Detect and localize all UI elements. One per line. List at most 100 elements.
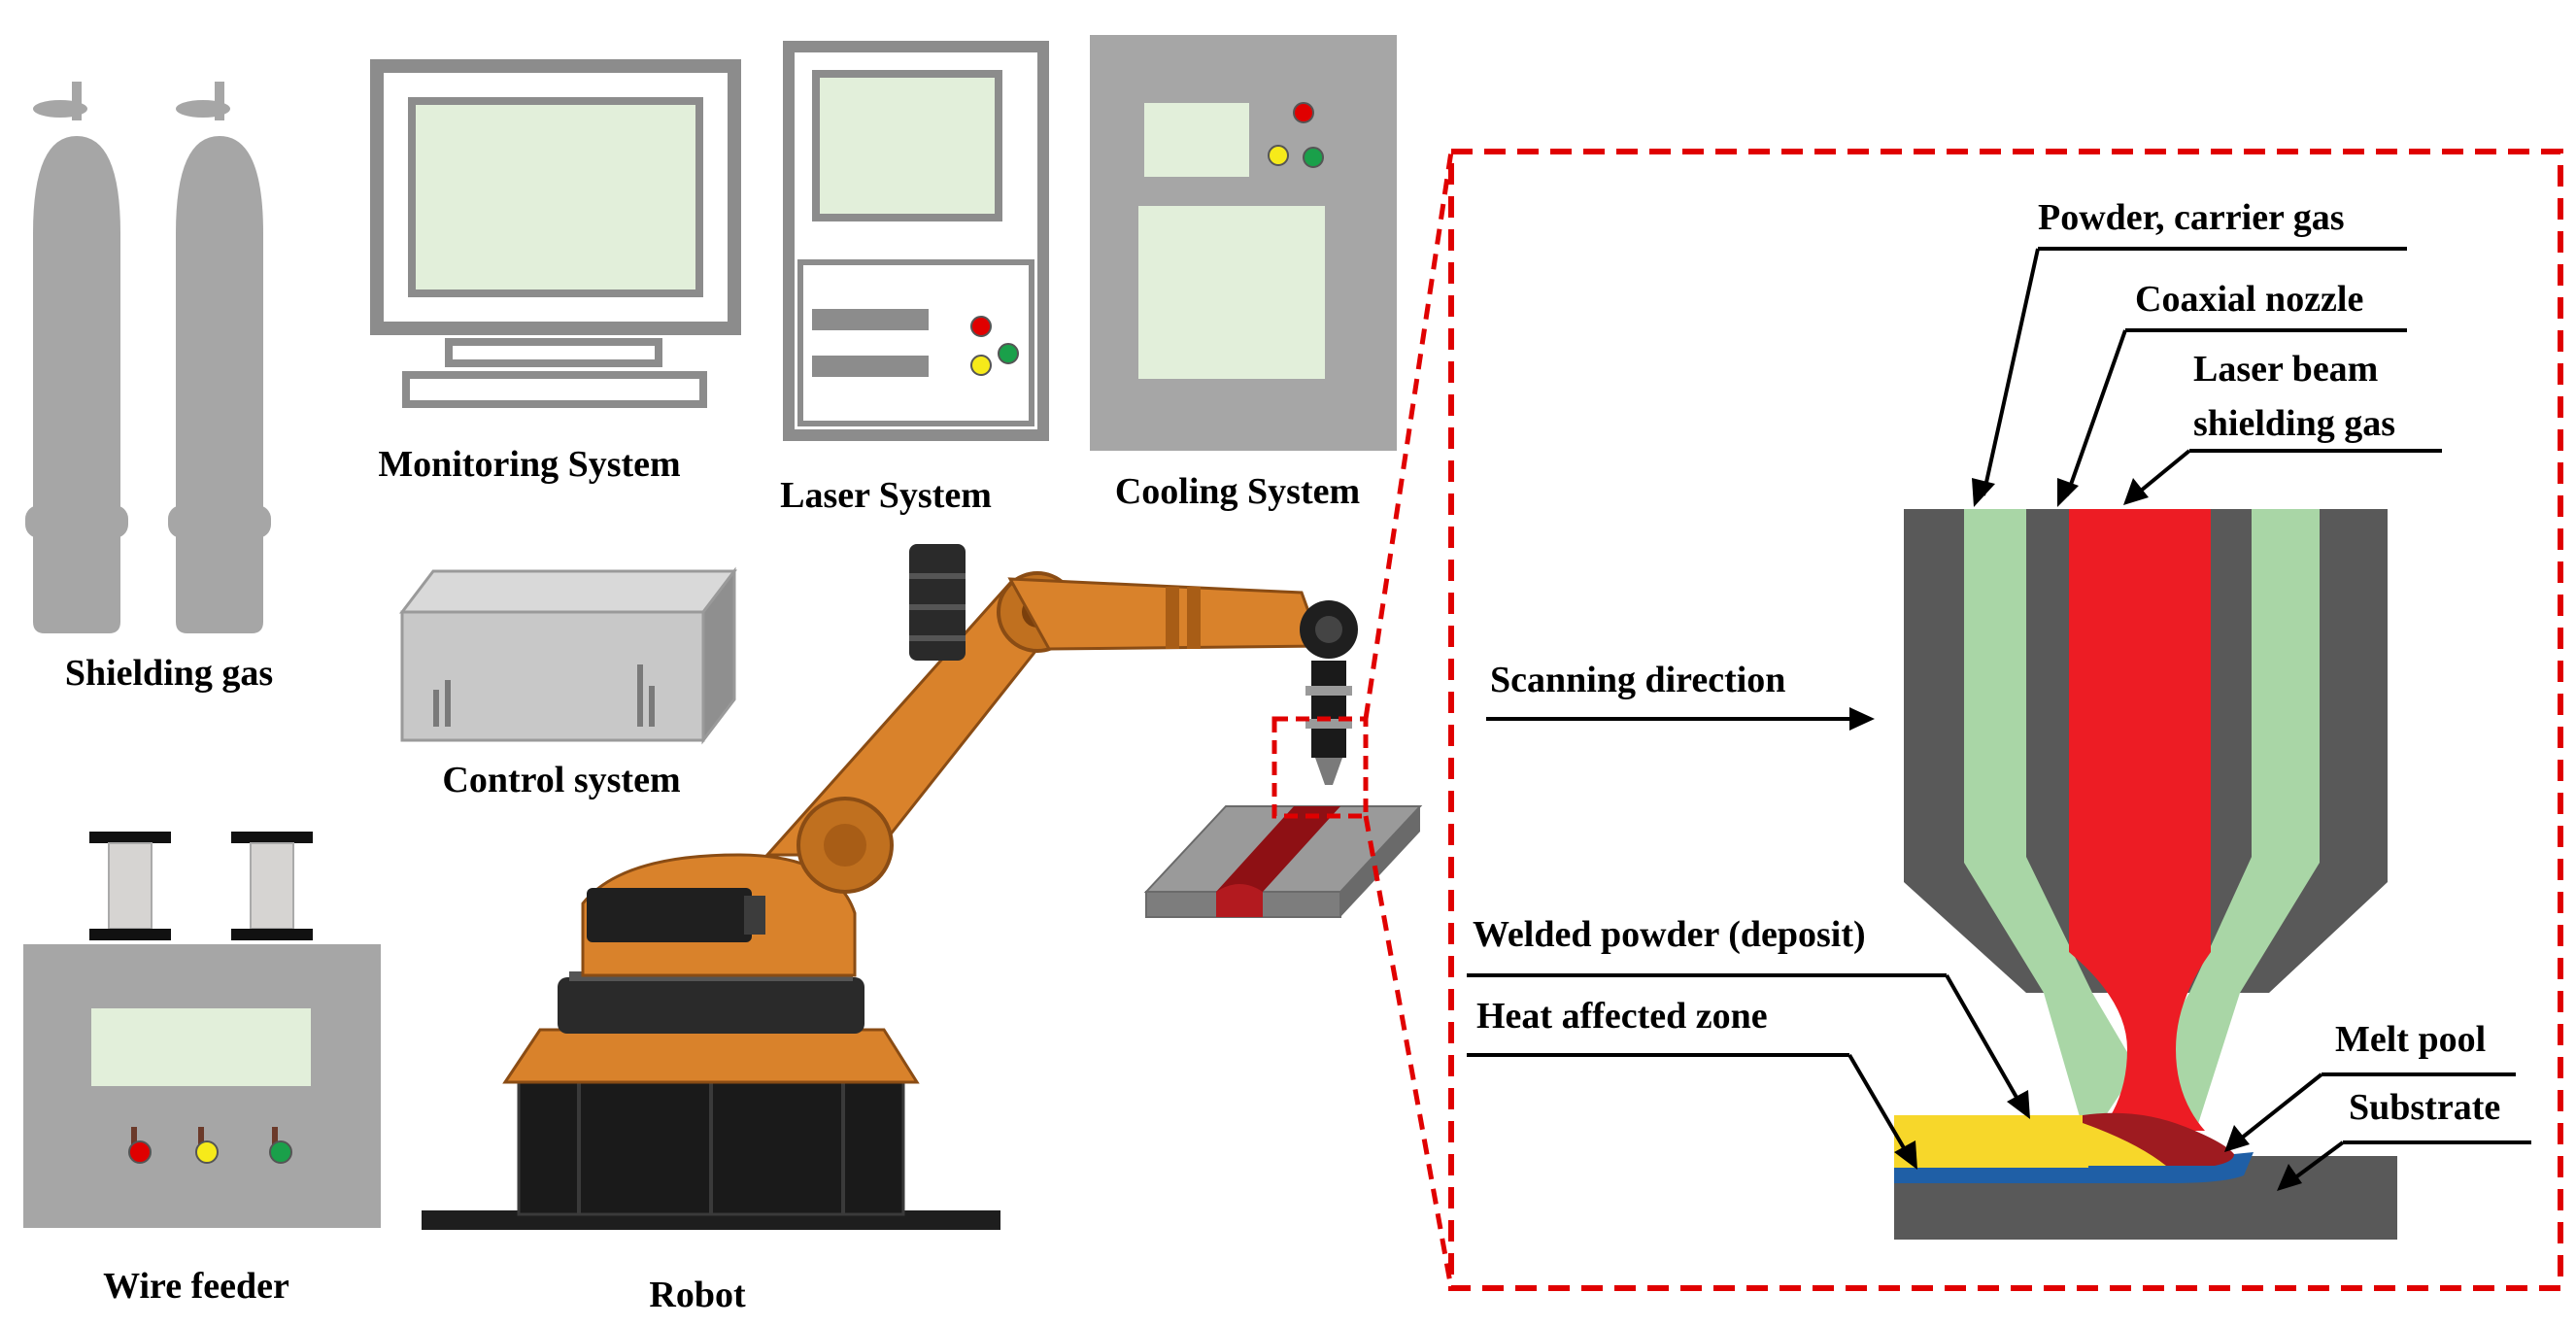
deposit-layer bbox=[1894, 1115, 2088, 1168]
melt-pool-arrow bbox=[2234, 1072, 2323, 1144]
control-slot bbox=[649, 686, 655, 727]
control-slot bbox=[445, 680, 451, 727]
wire-spool bbox=[108, 842, 153, 930]
arrowhead bbox=[2123, 478, 2149, 505]
laser-panel bbox=[797, 259, 1034, 426]
powder-carrier-gas-arrow bbox=[1982, 248, 2040, 496]
laser-led-yellow bbox=[970, 355, 992, 376]
laser-system: Laser System bbox=[780, 41, 1049, 516]
control-box-top bbox=[398, 569, 738, 614]
wire-feeder-knob-yellow bbox=[195, 1127, 219, 1164]
control-system: Control system bbox=[398, 566, 738, 800]
spool-bottom-cap bbox=[231, 929, 313, 940]
wire-spool bbox=[250, 842, 294, 930]
monitor-frame bbox=[370, 59, 741, 335]
callout-leader-bottom bbox=[1363, 815, 1454, 1289]
powder-channel-right bbox=[2189, 509, 2320, 993]
workpiece-weld-bead-end bbox=[1216, 884, 1263, 917]
melt-pool bbox=[2083, 1112, 2234, 1166]
control-system-label: Control system bbox=[442, 760, 680, 800]
cooling-led-red bbox=[1293, 102, 1314, 123]
robot-wrist-joint bbox=[1315, 616, 1342, 643]
callout-leader-top bbox=[1363, 151, 1454, 720]
heat-affected-zone-label: Heat affected zone bbox=[1476, 996, 1768, 1037]
shielding-gas-label: Shielding gas bbox=[65, 653, 273, 694]
robot-callout-box bbox=[1271, 716, 1369, 819]
gas-cylinder-right bbox=[168, 82, 271, 633]
robot-counterweight-band bbox=[909, 635, 966, 641]
robot-laser-head-band bbox=[1305, 719, 1352, 729]
melt-pool-label: Melt pool bbox=[2335, 1019, 2486, 1060]
keyboard bbox=[402, 371, 707, 408]
substrate-arrow bbox=[2288, 1140, 2345, 1183]
wire-feeder: Wire feeder bbox=[23, 832, 381, 1307]
robot-counterweight-band bbox=[909, 573, 966, 579]
robot-laser-head-band bbox=[1305, 686, 1352, 696]
wire-feeder-knob-green bbox=[269, 1127, 292, 1164]
cooling-system-label: Cooling System bbox=[1115, 471, 1360, 512]
wire-feeder-knob-red bbox=[128, 1127, 152, 1164]
coaxial-nozzle-label: Coaxial nozzle bbox=[2135, 279, 2363, 320]
laser-slot-upper bbox=[812, 309, 929, 330]
robot-turntable-ring bbox=[558, 977, 864, 1034]
laser-system-label: Laser System bbox=[780, 475, 992, 516]
robot-nozzle-tip bbox=[1315, 758, 1342, 785]
wire-feeder-label: Wire feeder bbox=[103, 1266, 289, 1307]
heat-affected-zone-arrow bbox=[1847, 1053, 1912, 1160]
laser-slot-lower bbox=[812, 356, 929, 377]
gas-cylinder-left bbox=[25, 82, 128, 633]
robot-counterweight-band bbox=[909, 604, 966, 610]
control-slot bbox=[433, 690, 439, 727]
laser-screen bbox=[812, 70, 1002, 221]
robot-counterweight bbox=[909, 544, 966, 661]
laser-beam-label-line2: shielding gas bbox=[2193, 403, 2395, 444]
arrowhead bbox=[2277, 1164, 2302, 1191]
arrowhead bbox=[2224, 1125, 2250, 1152]
detail-panel: Powder, carrier gas Coaxial nozzle Laser… bbox=[1448, 149, 2563, 1291]
laser-cabinet bbox=[783, 41, 1049, 441]
laser-beam-arrow bbox=[2133, 449, 2191, 497]
robot-base-block-seam bbox=[841, 1082, 845, 1214]
workpiece-weld-bead bbox=[1216, 806, 1340, 892]
welded-powder-arrow bbox=[1945, 974, 2024, 1108]
powder-channel-left bbox=[1964, 509, 2092, 993]
monitor-screen bbox=[408, 97, 703, 297]
robot-label: Robot bbox=[649, 1275, 746, 1315]
cooling-large-screen bbox=[1138, 206, 1325, 379]
spool-bottom-cap bbox=[89, 929, 171, 940]
laser-led-green bbox=[998, 343, 1019, 364]
robot-upper-arm-ribs bbox=[1166, 587, 1179, 649]
laser-led-red bbox=[970, 316, 992, 337]
monitoring-system: Monitoring System bbox=[370, 59, 741, 485]
workpiece-plate-side bbox=[1340, 806, 1420, 917]
robot-base-block-seam bbox=[709, 1082, 713, 1214]
robot-laser-head bbox=[1311, 661, 1346, 758]
control-slot bbox=[637, 664, 643, 727]
cooling-system: Cooling System bbox=[1090, 35, 1397, 512]
substrate-label: Substrate bbox=[2349, 1087, 2500, 1128]
robot-base-block-seam bbox=[577, 1082, 581, 1214]
coaxial-nozzle-arrow bbox=[2065, 329, 2127, 496]
laser-beam bbox=[2069, 509, 2211, 1131]
cooling-small-screen bbox=[1144, 103, 1249, 177]
laser-beam-label-line1: Laser beam bbox=[2193, 349, 2378, 390]
robot-turntable bbox=[502, 1028, 920, 1084]
spool-top-cap bbox=[231, 832, 313, 843]
welded-powder-label: Welded powder (deposit) bbox=[1473, 914, 1866, 955]
monitor-stand bbox=[445, 338, 662, 367]
arrowhead bbox=[2007, 1090, 2030, 1119]
arrowhead bbox=[1972, 478, 1995, 507]
robot-motor-cap bbox=[744, 896, 765, 935]
spool-top-cap bbox=[89, 832, 171, 843]
powder-carrier-gas-label: Powder, carrier gas bbox=[2038, 197, 2345, 238]
wire-feeder-screen bbox=[91, 1008, 311, 1086]
robot: Robot bbox=[422, 544, 1423, 1315]
monitoring-system-label: Monitoring System bbox=[378, 444, 680, 485]
robot-shoulder-joint bbox=[824, 824, 866, 867]
robot-motor bbox=[587, 888, 752, 942]
scanning-direction-label: Scanning direction bbox=[1490, 660, 1785, 700]
shielding-gas-cylinders: Shielding gas bbox=[25, 82, 273, 694]
cooling-led-yellow bbox=[1268, 145, 1289, 166]
